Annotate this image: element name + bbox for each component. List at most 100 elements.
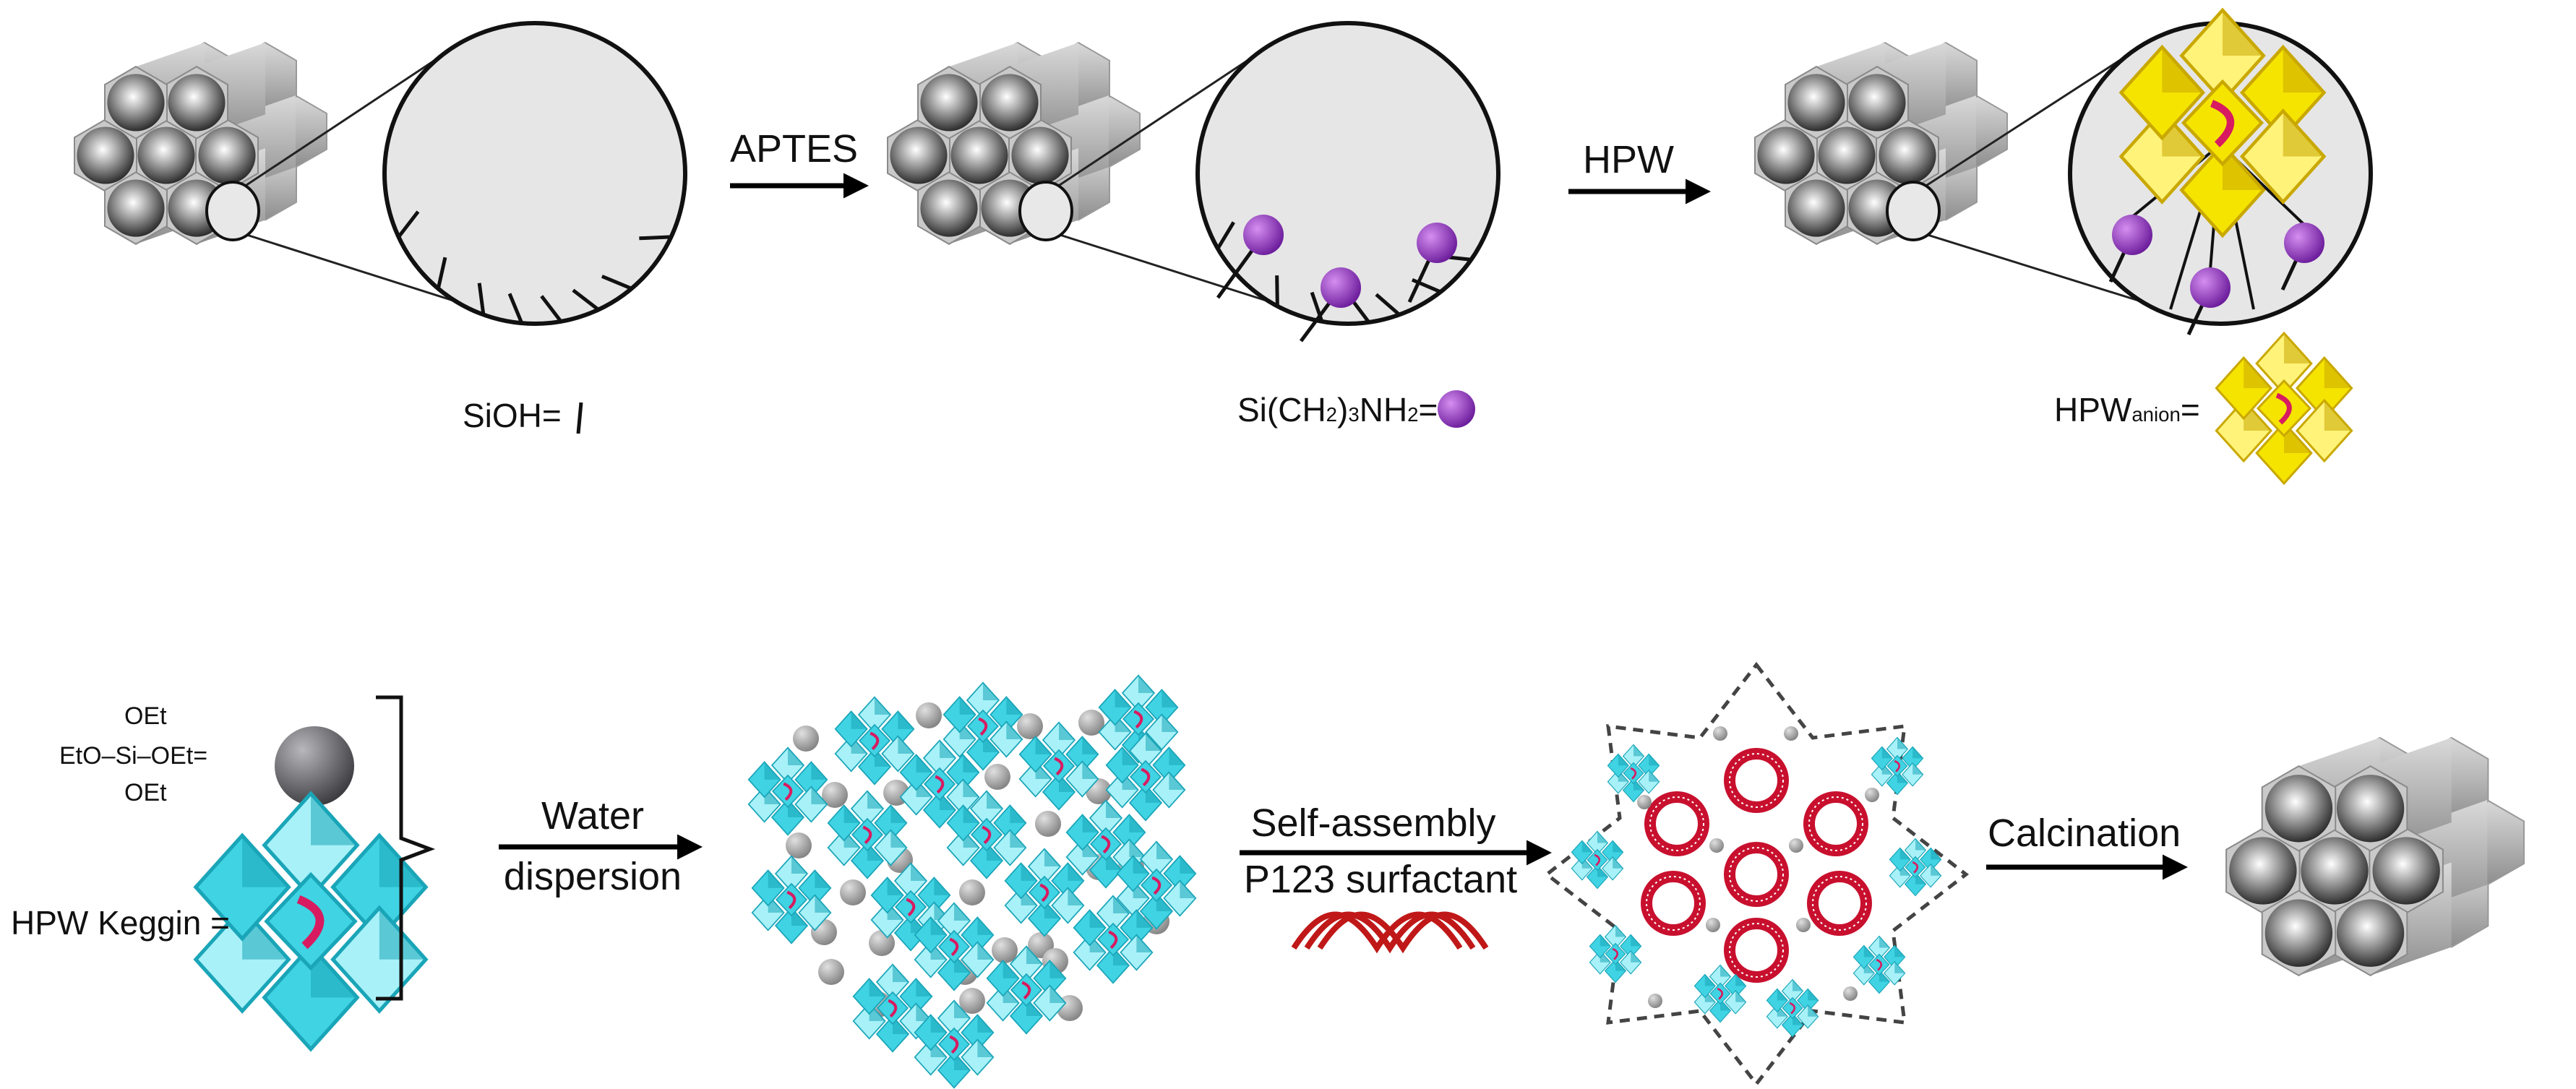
- keggin-polyoxometalate-icon: [1018, 721, 1099, 811]
- keggin-polyoxometalate-icon: [827, 790, 908, 879]
- silica-precursor-sphere-icon: [1709, 838, 1724, 853]
- keggin-polyoxometalate-icon: [1098, 674, 1179, 764]
- hpw-anion-legend-label: HPWanion=: [2054, 391, 2200, 429]
- keggin-polyoxometalate-icon: [2118, 7, 2327, 238]
- silica-precursor-sphere-icon: [1017, 713, 1043, 739]
- silica-precursor-sphere-icon: [1796, 918, 1811, 932]
- hpw-anion-legend-icon: [2215, 331, 2353, 486]
- keggin-polyoxometalate-icon: [914, 999, 995, 1089]
- silica-precursor-sphere-icon: [1789, 838, 1803, 853]
- silanol-group: [601, 275, 632, 290]
- keggin-polyoxometalate-icon: [1693, 964, 1747, 1023]
- keggin-polyoxometalate-icon: [1766, 978, 1819, 1038]
- amine-sphere: [2112, 215, 2152, 255]
- keggin-polyoxometalate-icon: [1607, 744, 1660, 803]
- hexagonal-mesoporous-silica-icon: [1754, 41, 2008, 245]
- silanol-group: [1216, 221, 1235, 250]
- silanol-group: [397, 210, 420, 238]
- p123-micelle-texture: [1808, 796, 1863, 851]
- keggin-polyoxometalate-icon: [1065, 799, 1146, 889]
- silica-precursor-sphere-icon: [1706, 918, 1720, 932]
- teos-formula-bottom: OEt: [124, 779, 167, 806]
- keggin-polyoxometalate-icon: [899, 739, 980, 829]
- hpw-step-label: HPW: [1583, 138, 1674, 181]
- keggin-polyoxometalate-icon: [1889, 838, 1942, 897]
- silica-precursor-sphere-icon: [822, 782, 848, 808]
- keggin-polyoxometalate-icon: [1589, 924, 1642, 983]
- pore-zoom-circle-icon: [1018, 21, 1500, 343]
- silica-precursor-sphere-icon: [959, 988, 985, 1014]
- keggin-polyoxometalate-icon: [751, 855, 832, 944]
- p123-micelle-texture: [1729, 923, 1784, 978]
- keggin-polyoxometalate-icon: [1073, 895, 1154, 984]
- silica-precursor-sphere-icon: [1078, 710, 1104, 736]
- self-assembly-step-label: Self-assembly: [1250, 801, 1496, 845]
- keggin-polyoxometalate-icon: [1116, 840, 1197, 930]
- silanol-group: [1310, 291, 1324, 322]
- silanol-group: [436, 257, 447, 289]
- keggin-polyoxometalate-icon: [1871, 736, 1924, 796]
- calcination-step-label: Calcination: [1988, 812, 2181, 855]
- keggin-polyoxometalate-icon: [747, 746, 828, 836]
- p123-micelle-texture: [1646, 876, 1701, 931]
- keggin-polyoxometalate-icon: [914, 902, 995, 991]
- keggin-polyoxometalate-icon: [1105, 732, 1186, 822]
- silica-precursor-sphere-icon: [984, 764, 1010, 790]
- hpw-keggin-label: HPW Keggin =: [11, 904, 230, 942]
- p123-micelle-texture: [1729, 847, 1784, 902]
- p123-micelle-texture: [1729, 753, 1784, 808]
- p123-micelle-texture: [1812, 876, 1867, 931]
- silica-precursor-sphere-icon: [786, 832, 812, 858]
- amine-sphere: [1321, 267, 1361, 308]
- silica-precursor-sphere-icon: [1648, 994, 1662, 1008]
- silica-precursor-sphere-icon: [1035, 811, 1061, 837]
- p123-polymer-strand-icon: [1291, 911, 1489, 954]
- silanol-group: [639, 235, 671, 241]
- keggin-polyoxometalate-icon: [193, 791, 429, 1052]
- teos-formula-middle: EtO–Si–OEt=: [59, 742, 208, 770]
- teos-formula-top: OEt: [124, 702, 167, 730]
- keggin-polyoxometalate-icon: [1852, 935, 1906, 994]
- keggin-polyoxometalate-icon: [943, 681, 1023, 771]
- amine-sphere: [1417, 223, 1457, 263]
- pore-zoom-circle-icon: [205, 21, 687, 326]
- grouping-bracket: [376, 695, 436, 1001]
- amine-sphere: [2284, 223, 2324, 263]
- p123-surfactant-step-label: P123 surfactant: [1243, 858, 1518, 901]
- water-step-label: Water: [541, 794, 644, 838]
- hexagonal-mesoporous-silica-icon: [2225, 736, 2525, 977]
- silanol-group: [572, 288, 600, 311]
- silanol-legend-icon: [576, 402, 583, 434]
- keggin-polyoxometalate-icon: [986, 945, 1067, 1035]
- silanol-group: [540, 295, 563, 323]
- hexagonal-mesoporous-silica-icon: [887, 41, 1141, 245]
- keggin-polyoxometalate-icon: [870, 862, 951, 952]
- keggin-polyoxometalate-icon: [834, 696, 915, 785]
- keggin-polyoxometalate-icon: [1004, 848, 1085, 937]
- silica-precursor-sphere-icon: [1713, 726, 1727, 741]
- aptes-step-label: APTES: [730, 127, 859, 171]
- p123-micelle-texture: [1649, 796, 1704, 851]
- hexagonal-mesoporous-silica-icon: [74, 41, 327, 245]
- aminopropyl-legend-icon: [1438, 390, 1475, 428]
- silanol-group: [477, 283, 486, 315]
- silica-precursor-sphere-icon: [275, 726, 354, 806]
- aminopropyl-legend-label: Si(CH2)3NH2=: [1237, 391, 1438, 429]
- amine-sphere: [1243, 215, 1284, 255]
- silica-precursor-sphere-icon: [793, 726, 819, 752]
- bottom-row-layer: [193, 661, 2525, 1089]
- silica-precursor-sphere-icon: [1784, 726, 1798, 741]
- silanol-group: [1375, 293, 1401, 317]
- amine-sphere: [2190, 267, 2231, 308]
- silanol-group: [507, 293, 524, 324]
- keggin-polyoxometalate-icon: [1571, 830, 1624, 890]
- silanol-group: [1411, 277, 1442, 294]
- silica-precursor-sphere-icon: [992, 937, 1018, 963]
- silica-precursor-sphere-icon: [959, 879, 985, 905]
- dispersion-step-label: dispersion: [503, 855, 682, 898]
- silica-precursor-sphere-icon: [1865, 788, 1879, 802]
- silica-precursor-sphere-icon: [840, 879, 866, 905]
- silica-precursor-sphere-icon: [818, 959, 844, 985]
